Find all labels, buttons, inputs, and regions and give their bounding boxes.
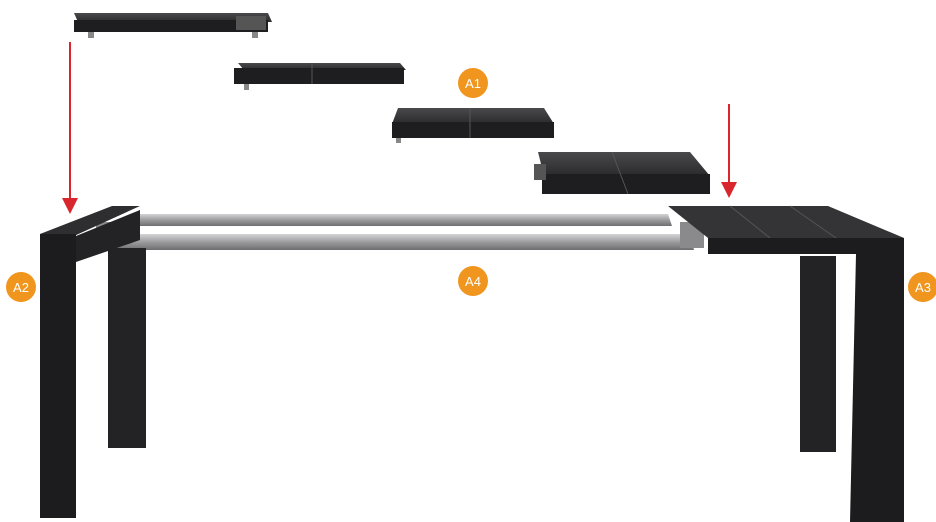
label-a4: A4 — [458, 266, 488, 296]
label-a2: A2 — [6, 272, 36, 302]
label-a3: A3 — [908, 272, 936, 302]
label-a1: A1 — [458, 68, 488, 98]
